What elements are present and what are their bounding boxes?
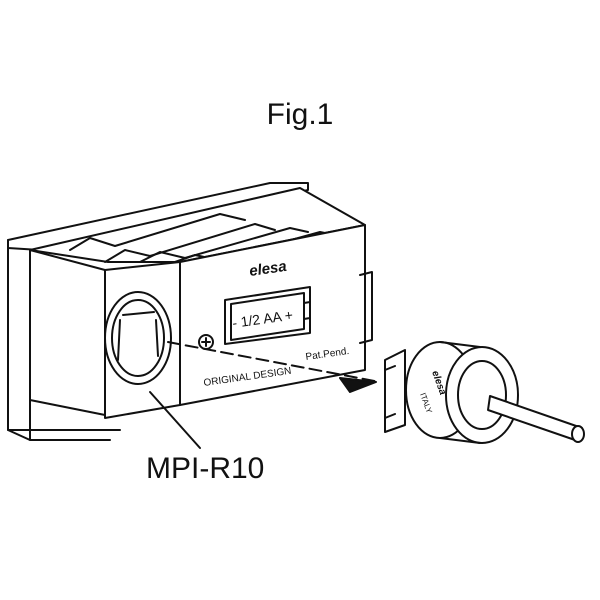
insertion-arrow — [339, 377, 377, 393]
screw-head — [198, 334, 214, 350]
figure-title: Fig.1 — [266, 98, 334, 131]
part-number-label: MPI-R10 — [146, 452, 265, 485]
key-insert — [384, 341, 585, 444]
housing-body — [29, 187, 373, 419]
key-socket — [104, 291, 172, 385]
battery-window — [224, 286, 311, 345]
insertion-path-line — [167, 341, 381, 383]
part-leader-line — [149, 391, 201, 449]
housing-brand-logo: elesa — [248, 258, 288, 280]
mounting-frame — [7, 182, 309, 441]
